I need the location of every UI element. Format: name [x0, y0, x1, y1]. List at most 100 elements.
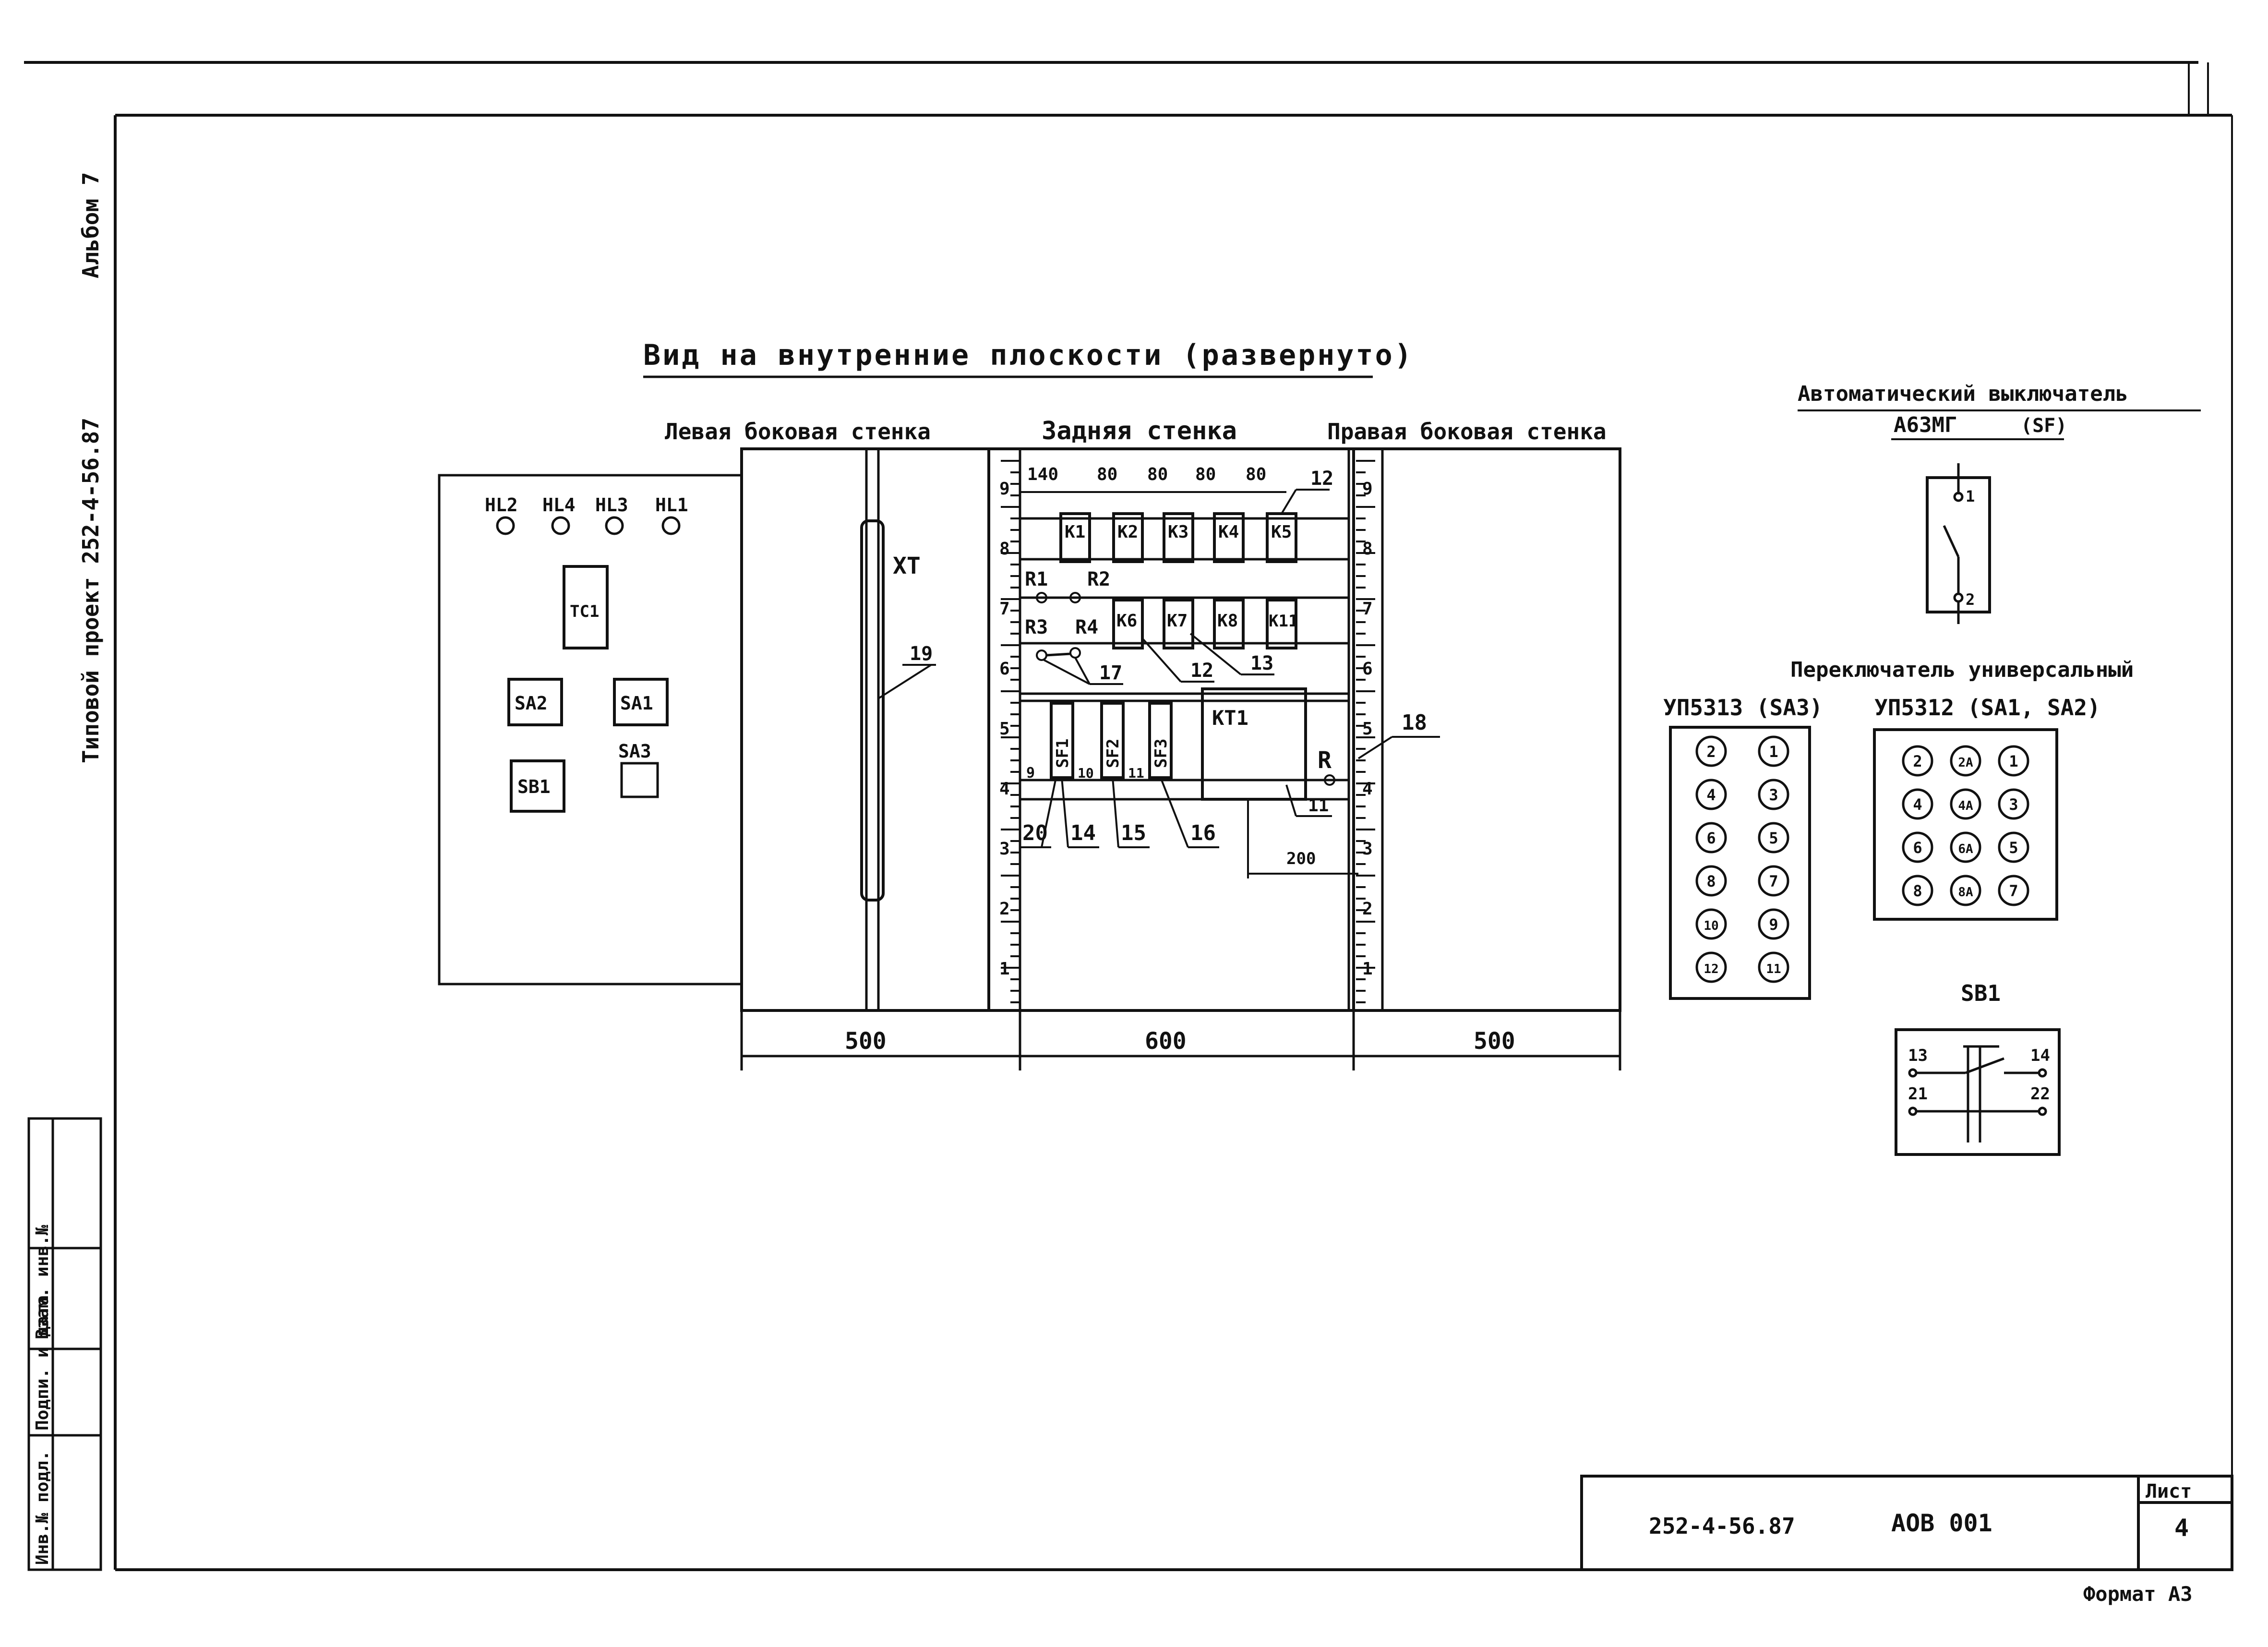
resistor-r2: R2: [1087, 568, 1110, 590]
switch-contact: [1950, 788, 1981, 820]
breaker-sf2: SF2: [1104, 739, 1123, 768]
ref-12-top-leader: [1281, 489, 1297, 515]
ref-17-leader-a: [1044, 659, 1090, 685]
ruler-number: 5: [999, 719, 1010, 739]
switch-contact: [1998, 831, 2029, 863]
title-block-doc: АОВ 001: [1891, 1509, 1992, 1537]
switch-contact: [1902, 788, 1933, 820]
relay-k2: K2: [1117, 522, 1138, 542]
switch-contact: [1695, 865, 1727, 897]
switch-contact: [1902, 875, 1933, 906]
relay-k7: K7: [1167, 611, 1188, 631]
ruler-number: 4: [1362, 779, 1373, 799]
right-wall-label: Правая боковая стенка: [1327, 419, 1607, 445]
ruler-number: 7: [999, 599, 1010, 619]
page-title: Вид на внутренние плоскости (развернуто): [643, 338, 1414, 372]
bottom-ref-leaders: [1020, 777, 1219, 848]
left-wall-label: Левая боковая стенка: [665, 419, 931, 445]
switch-contact: [1950, 875, 1981, 906]
right-wall: [1352, 447, 1621, 1012]
relays-row-1: [1059, 512, 1297, 563]
format-label: Формат А3: [2083, 1582, 2193, 1606]
resistor-r-pin: [1324, 774, 1335, 786]
ref-18-leader: [1357, 736, 1393, 759]
resistor-r1: R1: [1025, 568, 1048, 590]
ref-19-leader: [877, 664, 932, 699]
relay-k8: K8: [1217, 611, 1238, 631]
sb1-pin-13: 13: [1908, 1046, 1928, 1065]
lamp-hl1: [661, 516, 681, 535]
ref-12-mid-leader: [1141, 637, 1182, 683]
switch-contact-label: 8: [1706, 872, 1716, 890]
switch-contact: [1758, 822, 1789, 854]
ruler-number: 8: [999, 539, 1010, 559]
xt-terminal-block: [860, 519, 885, 902]
ref-17: 17: [1099, 662, 1122, 684]
switch-contact-label: 3: [1769, 786, 1778, 804]
sa1-label: SA1: [620, 693, 653, 714]
switch-contact-label: 5: [1769, 829, 1778, 847]
switch-contact-label: 6: [1913, 839, 1922, 857]
switch-contact: [1902, 831, 1933, 863]
tc1-label: TC1: [570, 602, 599, 621]
ruler-number: 8: [1362, 539, 1373, 559]
switch-contact-label: 7: [1769, 872, 1778, 890]
ruler-number: 2: [1362, 899, 1373, 919]
ruler-number: 7: [1362, 599, 1373, 619]
switch-contact-label: 4: [1913, 795, 1922, 814]
relay-k11: K11: [1269, 612, 1298, 631]
top-dimension-chain: 140 80 80 80 80 12: [1020, 465, 1333, 515]
ref-15: 15: [1121, 821, 1146, 845]
switch-contact: [1758, 865, 1789, 897]
album-label: Альбом 7: [78, 172, 104, 278]
switch-contact: [1695, 735, 1727, 767]
title-block-sheet-label: Лист: [2146, 1480, 2192, 1503]
breaker-sf1: SF1: [1053, 739, 1072, 768]
ref-19: 19: [910, 643, 933, 665]
sb1-symbol: [1908, 1045, 2047, 1142]
door-panel: [438, 474, 743, 986]
breaker-sf3: SF3: [1152, 739, 1171, 768]
switch-contact: [1998, 875, 2029, 906]
switch-contact-label: 2: [1706, 743, 1716, 761]
lamp-label-hl3: HL3: [595, 494, 628, 516]
switch-contact: [1758, 951, 1789, 983]
dim-600: 600: [1145, 1028, 1187, 1055]
switch-contact-label: 11: [1766, 962, 1781, 976]
ruler-number: 4: [999, 779, 1010, 799]
sa1-box: [613, 678, 669, 726]
relay-k5: K5: [1271, 522, 1292, 542]
terminal-10: 10: [1078, 765, 1094, 781]
dim-80-b: 80: [1147, 465, 1168, 484]
switch-contact-label: 1: [1769, 743, 1778, 761]
breaker-spec-title: Автоматический выключатель: [1798, 382, 2128, 406]
switch-contact-label: 6A: [1958, 842, 1973, 856]
breaker-spec-tag: (SF): [2021, 415, 2067, 437]
ref-12-top: 12: [1310, 468, 1333, 490]
xt-label: XT: [893, 553, 921, 579]
stamp-sign: Подпи. и дата: [33, 1295, 52, 1431]
relay-k4: K4: [1218, 522, 1239, 542]
lamps: HL2 HL4 HL3 HL1: [485, 494, 688, 535]
bottom-dimensions: [740, 1010, 1621, 1070]
sb1-symbol-box: [1895, 1028, 2061, 1156]
kt1-box: [1201, 687, 1307, 801]
lamp-hl2: [496, 516, 515, 535]
stamp-inv: Инв.№ подл.: [33, 1451, 52, 1565]
sa3-label: SA3: [618, 741, 651, 762]
breaker-spec-model: А63МГ: [1894, 413, 1957, 437]
dim-80-c: 80: [1195, 465, 1216, 484]
switch-contact-label: 4A: [1958, 799, 1973, 813]
kt1-label: KT1: [1212, 706, 1248, 730]
ref-11: 11: [1308, 796, 1329, 816]
switch-contact-label: 10: [1704, 919, 1718, 933]
ref-11-leader: [1285, 784, 1297, 817]
ref-14: 14: [1070, 821, 1096, 845]
ruler-number: 3: [1362, 839, 1373, 859]
title-block-code: 252-4-56.87: [1649, 1513, 1795, 1539]
back-wall-label: Задняя стенка: [1042, 417, 1237, 445]
ref-12-mid: 12: [1190, 660, 1213, 682]
